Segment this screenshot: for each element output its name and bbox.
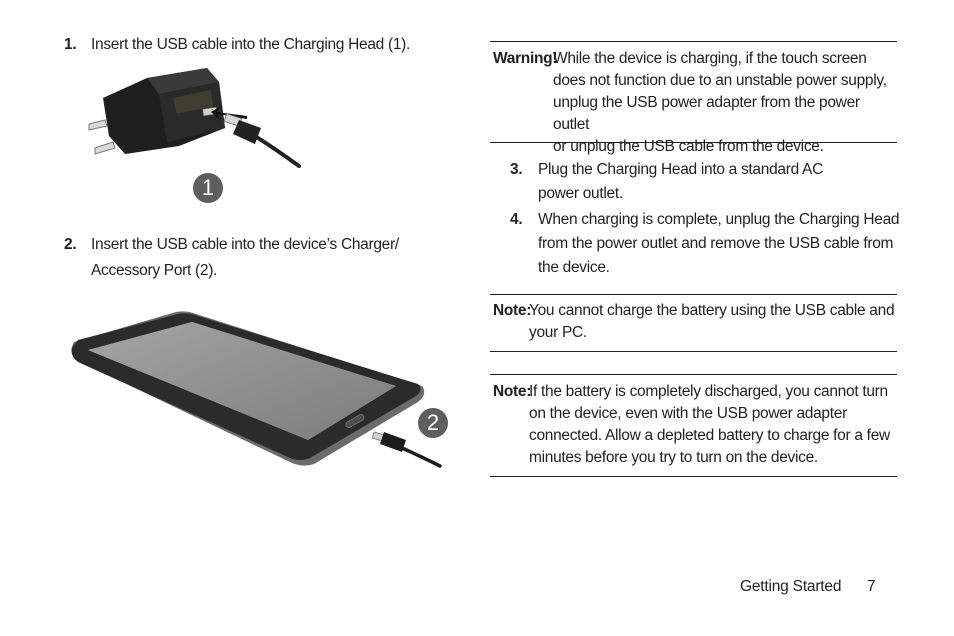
step-text-line-1: Plug the Charging Head into a standard A… bbox=[538, 161, 823, 178]
warning-line-4: or unplug the USB cable from the device. bbox=[553, 138, 824, 155]
note-2-label: Note: bbox=[493, 383, 532, 400]
step-text-line-3: the device. bbox=[538, 259, 610, 276]
footer-section-title: Getting Started bbox=[740, 578, 842, 595]
warning-label: Warning! bbox=[493, 50, 558, 67]
warning-rule-top bbox=[490, 41, 897, 42]
note-2-line-2: on the device, even with the USB power a… bbox=[529, 405, 847, 422]
note-2-line-3: connected. Allow a depleted battery to c… bbox=[529, 427, 890, 444]
step-number: 2. bbox=[64, 236, 77, 253]
note-1-box: Note: You cannot charge the battery usin… bbox=[490, 300, 897, 344]
callout-1: 1 bbox=[193, 173, 223, 203]
note-2-line-4: minutes before you try to turn on the de… bbox=[529, 449, 818, 466]
step-text-line-1: Insert the USB cable into the device’s C… bbox=[91, 236, 399, 253]
warning-rule-bottom bbox=[490, 142, 897, 143]
callout-1-label: 1 bbox=[201, 175, 215, 200]
callout-2: 2 bbox=[418, 408, 448, 438]
step-text-line-2: power outlet. bbox=[538, 185, 623, 202]
step-2: 2. Insert the USB cable into the device’… bbox=[64, 233, 424, 283]
step-number: 3. bbox=[510, 161, 523, 178]
charging-head-illustration bbox=[88, 68, 301, 168]
note-2-box: Note: If the battery is completely disch… bbox=[490, 381, 897, 469]
warning-line-3: unplug the USB power adapter from the po… bbox=[553, 94, 860, 133]
note-2-line-1: If the battery is completely discharged,… bbox=[529, 383, 888, 400]
step-text: Insert the USB cable into the Charging H… bbox=[91, 36, 411, 53]
step-text-line-2: Accessory Port (2). bbox=[91, 262, 218, 279]
note-1-line-1: You cannot charge the battery using the … bbox=[529, 302, 895, 319]
note-2-rule-bottom bbox=[490, 476, 897, 477]
footer-page-number: 7 bbox=[867, 578, 876, 595]
step-1: 1. Insert the USB cable into the Chargin… bbox=[64, 33, 410, 57]
note-1-rule-top bbox=[490, 294, 897, 295]
note-1-rule-bottom bbox=[490, 351, 897, 352]
step-number: 4. bbox=[510, 211, 523, 228]
step-4: 4. When charging is complete, unplug the… bbox=[510, 208, 900, 280]
tablet-illustration bbox=[71, 311, 442, 468]
note-1-line-2: your PC. bbox=[529, 324, 587, 341]
note-2-rule-top bbox=[490, 374, 897, 375]
step-text-line-2: from the power outlet and remove the USB… bbox=[538, 235, 894, 252]
step-number: 1. bbox=[64, 36, 77, 53]
warning-line-1: While the device is charging, if the tou… bbox=[553, 50, 867, 67]
step-text-line-1: When charging is complete, unplug the Ch… bbox=[538, 211, 900, 228]
warning-line-2: does not function due to an unstable pow… bbox=[553, 72, 887, 89]
callout-2-label: 2 bbox=[426, 410, 440, 435]
step-3: 3. Plug the Charging Head into a standar… bbox=[510, 158, 900, 206]
note-1-label: Note: bbox=[493, 302, 532, 319]
